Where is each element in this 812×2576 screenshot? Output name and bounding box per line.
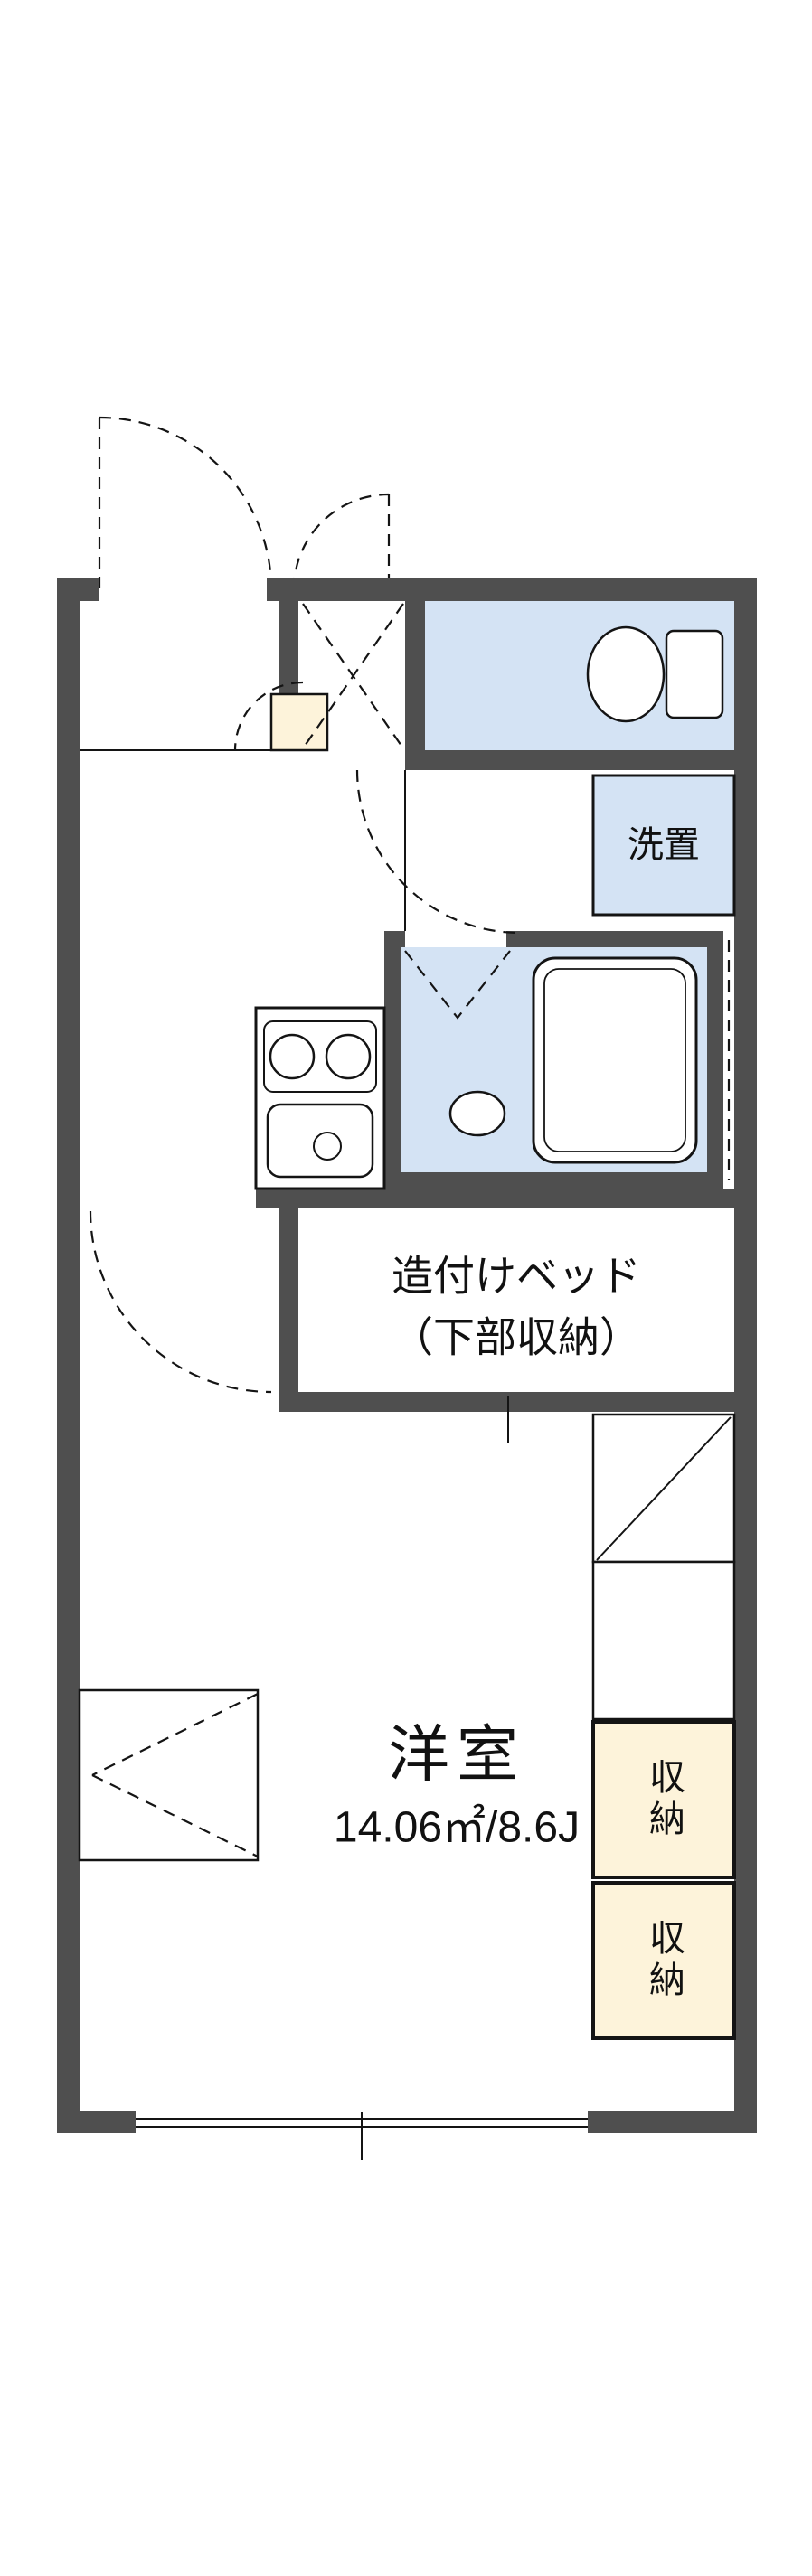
room-name-label: 洋室 [387,1720,526,1790]
bathtub-inner [543,968,686,1152]
storage-top-label: 収納 [644,1758,684,1841]
wall-top-left-stub [57,578,99,601]
washer-space-box [591,774,736,917]
room-door-swing-arc [89,1210,272,1394]
washroom-door-swing-arc [355,769,521,935]
stove-burner-left [269,1033,316,1080]
wall-outer-right [734,578,757,2133]
storage-bottom-label: 収納 [644,1919,684,2002]
entrance-subdoor-swing-arc [292,493,390,590]
right-column-box-plain [591,1560,736,1721]
wall-mid-horizontal [256,1189,734,1208]
room-size-label: 14.06㎡/8.6J [333,1803,581,1852]
wall-bottom-right [588,2111,757,2133]
built-in-bed-label-line1: 造付けベッド [392,1252,641,1300]
left-window-frame [78,1688,260,1862]
washer-space-label: 洗置 [628,825,700,865]
wall-bed-bottom [279,1392,734,1412]
toilet-bowl [586,625,666,723]
bathroom-folding-door [404,950,511,1020]
wall-bed-left [279,1208,298,1412]
storage-bottom-box [591,1881,736,2040]
bathtub-outer [532,956,698,1164]
wall-toilet-left [405,601,425,770]
bath-stool [448,1090,506,1137]
built-in-bed-label-line2: （下部収納） [392,1313,641,1361]
entrance-door-swing-arc [99,416,273,590]
wall-bath-left [384,947,401,1189]
stove-panel [263,1020,377,1093]
genkan-step-box [269,692,329,752]
kitchen-sink [266,1103,374,1179]
stove-burner-right [325,1033,372,1080]
entry-cross-dash-2 [302,603,404,749]
left-window-dash-upper [91,1693,259,1776]
wall-top-main [267,578,757,601]
wall-entry-divider [279,601,298,696]
toilet-tank [665,629,724,719]
sink-drain [313,1132,342,1161]
wall-toilet-bottom [405,750,734,770]
wall-bath-bottom [384,1172,723,1189]
storage-top-box [591,1720,736,1879]
wall-bath-right [707,947,723,1172]
wall-bath-top [506,931,723,947]
wall-bath-top-corner [384,931,405,947]
right-column-diagonal-line [596,1416,732,1561]
left-window-dash-lower [91,1774,259,1857]
wall-bottom-left [57,2111,136,2133]
wall-outer-left [57,578,80,2133]
